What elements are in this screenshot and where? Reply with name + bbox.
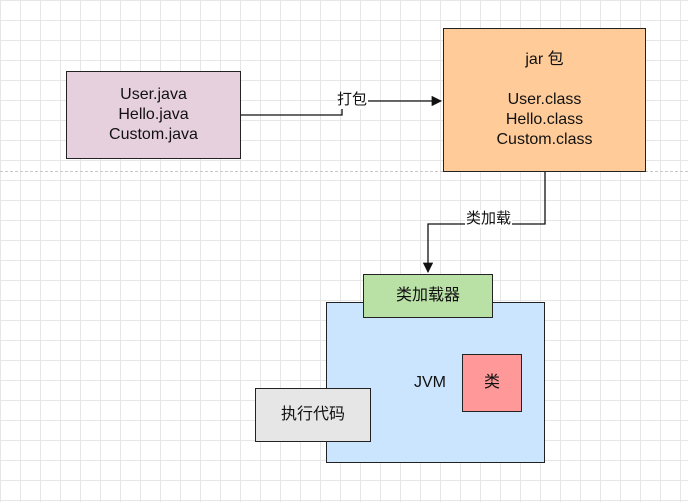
source-files-box: User.java Hello.java Custom.java bbox=[66, 71, 241, 159]
source-file-user: User.java bbox=[120, 86, 187, 103]
page-break-line bbox=[0, 171, 688, 172]
class-loader-label: 类加载器 bbox=[395, 287, 460, 304]
exec-code-label: 执行代码 bbox=[280, 406, 345, 423]
class-box: 类 bbox=[462, 354, 522, 412]
class-loader-box: 类加载器 bbox=[363, 274, 493, 318]
edge-pack-label: 打包 bbox=[336, 91, 369, 109]
jar-class-user: User.class bbox=[507, 91, 582, 108]
jvm-label: JVM bbox=[414, 374, 446, 391]
jar-class-custom: Custom.class bbox=[496, 131, 593, 148]
source-file-hello: Hello.java bbox=[118, 106, 189, 123]
class-label: 类 bbox=[483, 374, 500, 391]
exec-code-box: 执行代码 bbox=[255, 388, 371, 442]
edge-load-label: 类加载 bbox=[465, 210, 513, 228]
jar-title: jar 包 bbox=[525, 51, 564, 68]
source-file-custom: Custom.java bbox=[109, 126, 198, 143]
jar-box: jar 包 User.class Hello.class Custom.clas… bbox=[443, 28, 646, 172]
jar-class-hello: Hello.class bbox=[505, 111, 584, 128]
